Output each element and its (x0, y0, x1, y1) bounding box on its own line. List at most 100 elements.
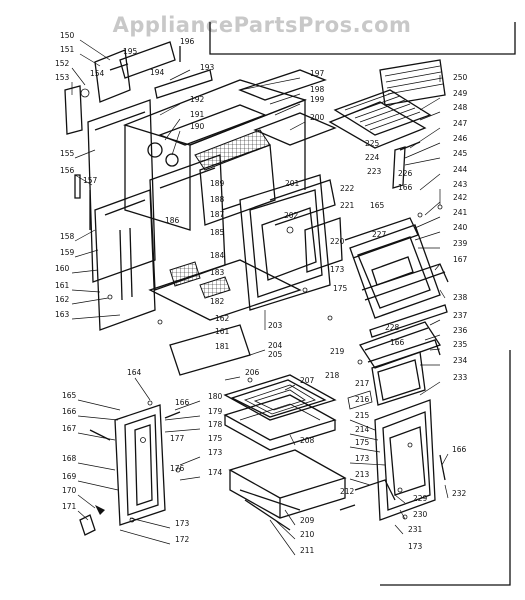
part-number-label: 173 (330, 265, 345, 274)
rack-assembly (328, 59, 446, 189)
part-number-label: 180 (208, 392, 223, 401)
part-number-label: 193 (200, 63, 215, 72)
part-number-label: 250 (453, 73, 468, 82)
part-number-label: 210 (300, 530, 315, 539)
part-number-label: 189 (210, 179, 225, 188)
part-number-label: 211 (300, 546, 315, 555)
part-number-label: 167 (62, 424, 77, 433)
part-number-label: 166 (390, 338, 405, 347)
part-number-label: 241 (453, 208, 468, 217)
part-number-label: 169 (62, 472, 77, 481)
part-number-label: 150 (60, 31, 75, 40)
part-number-label: 203 (268, 321, 283, 330)
part-number-label: 220 (330, 237, 345, 246)
part-number-label: 235 (453, 340, 468, 349)
part-number-label: 194 (150, 68, 165, 77)
part-number-label: 196 (180, 37, 195, 46)
part-number-label: 242 (453, 193, 468, 202)
part-number-label: 209 (300, 516, 315, 525)
part-number-label: 206 (245, 368, 260, 377)
part-number-label: 226 (398, 169, 413, 178)
part-number-label: 166 (398, 183, 413, 192)
part-number-label: 173 (355, 454, 370, 463)
storage-drawer (228, 449, 347, 531)
part-number-label: 212 (340, 487, 355, 496)
part-number-label: 155 (60, 149, 75, 158)
part-number-label: 166 (62, 407, 77, 416)
part-number-label: 186 (165, 216, 180, 225)
part-number-label: 197 (310, 69, 325, 78)
part-number-label: 161 (55, 281, 70, 290)
part-number-label: 159 (60, 248, 75, 257)
part-number-label: 175 (355, 438, 370, 447)
part-number-label: 176 (170, 464, 185, 473)
side-frame-assembly (339, 390, 446, 521)
part-number-label: 249 (453, 89, 468, 98)
oven-door-assembly (344, 217, 449, 406)
part-number-label: 161 (215, 327, 230, 336)
part-number-label: 168 (62, 454, 77, 463)
part-number-label: 158 (60, 232, 75, 241)
part-number-label: 202 (284, 211, 299, 220)
part-number-label: 188 (210, 195, 225, 204)
part-number-label: 195 (123, 47, 138, 56)
part-number-label: 187 (210, 210, 225, 219)
part-number-label: 201 (285, 179, 300, 188)
part-number-label: 183 (210, 268, 225, 277)
part-number-label: 184 (210, 251, 225, 260)
part-number-label: 232 (452, 489, 467, 498)
part-number-label: 151 (60, 45, 75, 54)
hardware-items (107, 204, 443, 523)
part-number-label: 160 (55, 264, 70, 273)
part-number-label: 173 (208, 448, 223, 457)
part-number-label: 200 (310, 113, 325, 122)
part-number-label: 174 (208, 468, 223, 477)
part-number-label: 179 (208, 407, 223, 416)
part-number-label: 214 (355, 425, 370, 434)
drawer-front-panel (79, 324, 251, 536)
part-number-label: 173 (175, 519, 190, 528)
part-number-label: 157 (83, 176, 98, 185)
part-number-label: 245 (453, 149, 468, 158)
part-number-label: 172 (175, 535, 190, 544)
part-number-label: 153 (55, 73, 70, 82)
part-number-label: 239 (453, 239, 468, 248)
part-number-label: 207 (300, 376, 315, 385)
part-number-label: 222 (340, 184, 355, 193)
part-number-label: 190 (190, 122, 205, 131)
part-number-label: 166 (452, 445, 467, 454)
part-number-label: 243 (453, 180, 468, 189)
part-number-label: 163 (55, 310, 70, 319)
broiler-pan (223, 374, 337, 451)
rear-panel-assembly (64, 41, 213, 283)
part-number-label: 175 (333, 284, 348, 293)
watermark-text: AppliancePartsPros.com (113, 13, 412, 37)
part-number-label: 162 (55, 295, 70, 304)
part-number-label: 208 (300, 436, 315, 445)
oven-side-panel (94, 154, 302, 331)
part-number-label: 165 (62, 391, 77, 400)
part-number-label: 246 (453, 134, 468, 143)
part-number-label: 224 (365, 153, 380, 162)
part-number-label: 205 (268, 350, 283, 359)
part-number-label: 244 (453, 165, 468, 174)
part-number-label: 165 (370, 201, 385, 210)
part-number-label: 213 (355, 470, 370, 479)
part-number-label: 182 (210, 297, 225, 306)
part-number-label: 223 (367, 167, 382, 176)
part-number-label: 162 (215, 314, 230, 323)
part-number-label: 230 (413, 510, 428, 519)
part-number-label: 247 (453, 119, 468, 128)
part-number-label: 227 (372, 230, 387, 239)
part-number-label: 248 (453, 103, 468, 112)
leader-lines (71, 39, 449, 556)
part-number-label: 192 (190, 95, 205, 104)
part-number-label: 152 (55, 59, 70, 68)
part-number-label: 175 (208, 434, 223, 443)
part-number-label: 154 (90, 69, 105, 78)
frame-lines (209, 22, 516, 586)
part-number-label: 221 (340, 201, 355, 210)
part-number-label: 236 (453, 326, 468, 335)
